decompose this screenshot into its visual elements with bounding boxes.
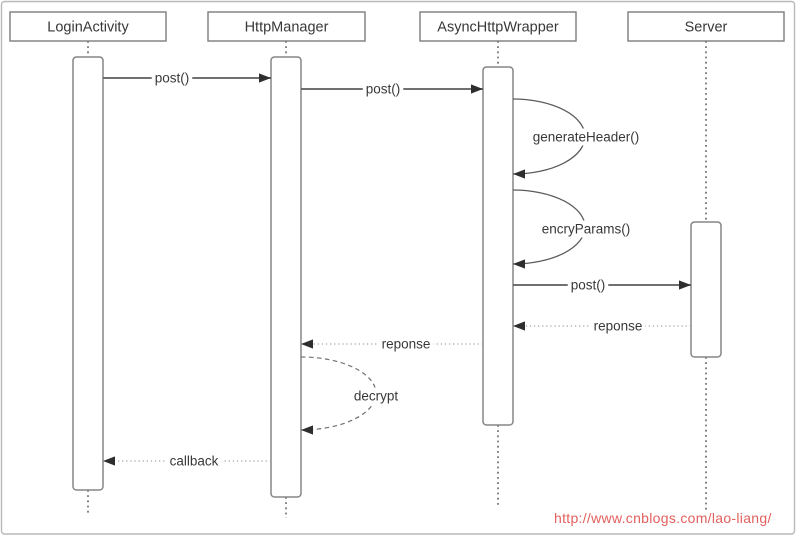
activation-bar-login-activity	[72, 56, 104, 491]
message-label-2-bg	[567, 276, 609, 294]
self-message-arrowhead-1	[513, 259, 525, 269]
message-arrowhead-3	[513, 321, 525, 331]
self-message-arrowhead-0	[513, 169, 525, 179]
message-arrowhead-5	[103, 456, 115, 466]
message-arrowhead-2	[679, 280, 691, 290]
self-message-label-1: encryParams()	[542, 222, 631, 237]
self-message-label-1-bg	[538, 220, 634, 238]
self-message-arrowhead-2	[301, 425, 313, 435]
self-message-label-0: generateHeader()	[533, 130, 640, 145]
message-arrowhead-1	[471, 84, 483, 94]
actor-label-server: Server	[685, 20, 728, 36]
message-label-0: post()	[155, 71, 190, 86]
actor-box-http-manager	[207, 11, 366, 42]
message-label-4: reponse	[382, 337, 431, 352]
message-label-2: post()	[571, 278, 606, 293]
watermark-url: http://www.cnblogs.com/lao-liang/	[554, 510, 772, 526]
message-label-5-bg	[166, 452, 222, 470]
message-label-3-bg	[590, 317, 646, 335]
actor-label-login-activity: LoginActivity	[47, 20, 129, 36]
message-label-0-bg	[151, 69, 193, 87]
actor-box-async-http-wrapper	[419, 11, 577, 42]
message-label-3: reponse	[594, 319, 643, 334]
message-label-1-bg	[362, 80, 404, 98]
self-message-label-2: decrypt	[354, 389, 399, 404]
message-label-1: post()	[366, 82, 401, 97]
self-message-label-0-bg	[529, 128, 643, 146]
activation-bar-http-manager	[270, 56, 302, 498]
activation-bar-server	[690, 221, 722, 358]
actor-box-login-activity	[9, 11, 167, 42]
message-label-5: callback	[170, 454, 219, 469]
message-arrowhead-4	[301, 339, 313, 349]
actor-label-http-manager: HttpManager	[245, 20, 329, 36]
message-label-4-bg	[378, 335, 434, 353]
message-arrowhead-0	[259, 73, 271, 83]
self-message-label-2-bg	[350, 387, 402, 405]
actor-label-async-http-wrapper: AsyncHttpWrapper	[437, 20, 559, 36]
activation-bar-async-http-wrapper	[482, 66, 514, 426]
actor-box-server	[627, 11, 785, 42]
